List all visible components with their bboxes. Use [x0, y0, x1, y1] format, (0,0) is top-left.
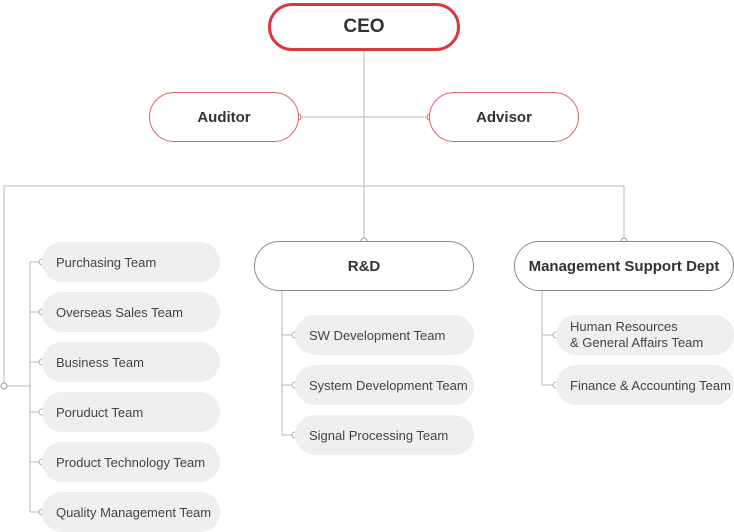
- auditor-node: Auditor: [149, 92, 299, 142]
- team-quality-management: Quality Management Team: [42, 492, 220, 532]
- team-overseas-sales: Overseas Sales Team: [42, 292, 220, 332]
- ceo-node: CEO: [268, 3, 460, 51]
- team-purchasing: Purchasing Team: [42, 242, 220, 282]
- team-finance-accounting: Finance & Accounting Team: [556, 365, 734, 405]
- team-system-development: System Development Team: [295, 365, 474, 405]
- team-sw-development: SW Development Team: [295, 315, 474, 355]
- team-human-resources-label: Human Resources & General Affairs Team: [570, 319, 704, 350]
- team-product-technology: Product Technology Team: [42, 442, 220, 482]
- team-signal-processing: Signal Processing Team: [295, 415, 474, 455]
- team-product: Poruduct Team: [42, 392, 220, 432]
- rnd-dept-node: R&D: [254, 241, 474, 291]
- team-human-resources: Human Resources & General Affairs Team: [556, 315, 734, 355]
- advisor-node: Advisor: [429, 92, 579, 142]
- team-business: Business Team: [42, 342, 220, 382]
- management-support-dept-node: Management Support Dept: [514, 241, 734, 291]
